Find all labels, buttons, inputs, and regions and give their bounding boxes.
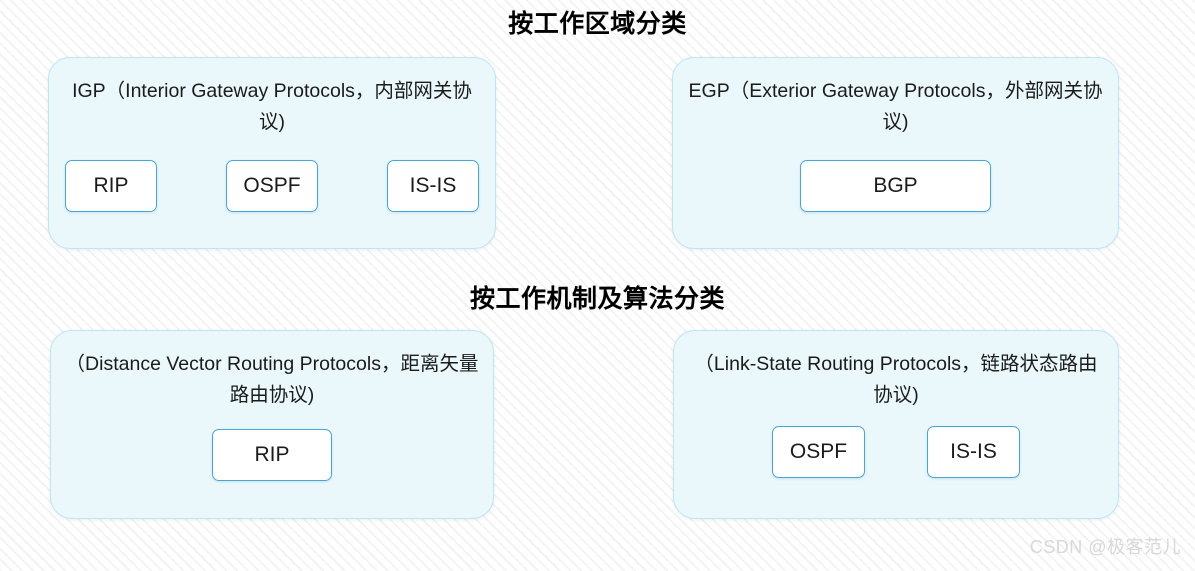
card-igp: IGP（Interior Gateway Protocols，内部网关协议) R… [48,57,496,249]
card-egp-chip-row: BGP [673,160,1118,212]
protocol-chip-ospf-ls[interactable]: OSPF [772,426,865,478]
card-egp: EGP（Exterior Gateway Protocols，外部网关协议) B… [672,57,1119,249]
card-distance-vector-chip-row: RIP [51,429,493,481]
section-title-work-area: 按工作区域分类 [508,10,687,38]
section-title-mechanism-algorithm: 按工作机制及算法分类 [469,285,725,313]
card-distance-vector-heading: （Distance Vector Routing Protocols，距离矢量路… [65,353,479,406]
card-link-state-heading: （Link-State Routing Protocols，链路状态路由协议) [694,353,1098,406]
card-distance-vector: （Distance Vector Routing Protocols，距离矢量路… [50,330,494,519]
card-igp-chip-row: RIP OSPF IS-IS [49,160,495,212]
protocol-chip-isis[interactable]: IS-IS [387,160,479,212]
protocol-chip-isis-ls[interactable]: IS-IS [927,426,1020,478]
watermark-label: CSDN @极客范儿 [1029,537,1181,557]
protocol-chip-ospf[interactable]: OSPF [226,160,318,212]
protocol-chip-bgp[interactable]: BGP [800,160,991,212]
card-link-state-chip-row: OSPF IS-IS [674,426,1118,478]
protocol-chip-rip-dv[interactable]: RIP [212,429,332,481]
card-igp-heading: IGP（Interior Gateway Protocols，内部网关协议) [72,80,472,133]
protocol-chip-rip[interactable]: RIP [65,160,157,212]
card-egp-heading: EGP（Exterior Gateway Protocols，外部网关协议) [688,80,1103,133]
card-link-state: （Link-State Routing Protocols，链路状态路由协议) … [673,330,1119,519]
